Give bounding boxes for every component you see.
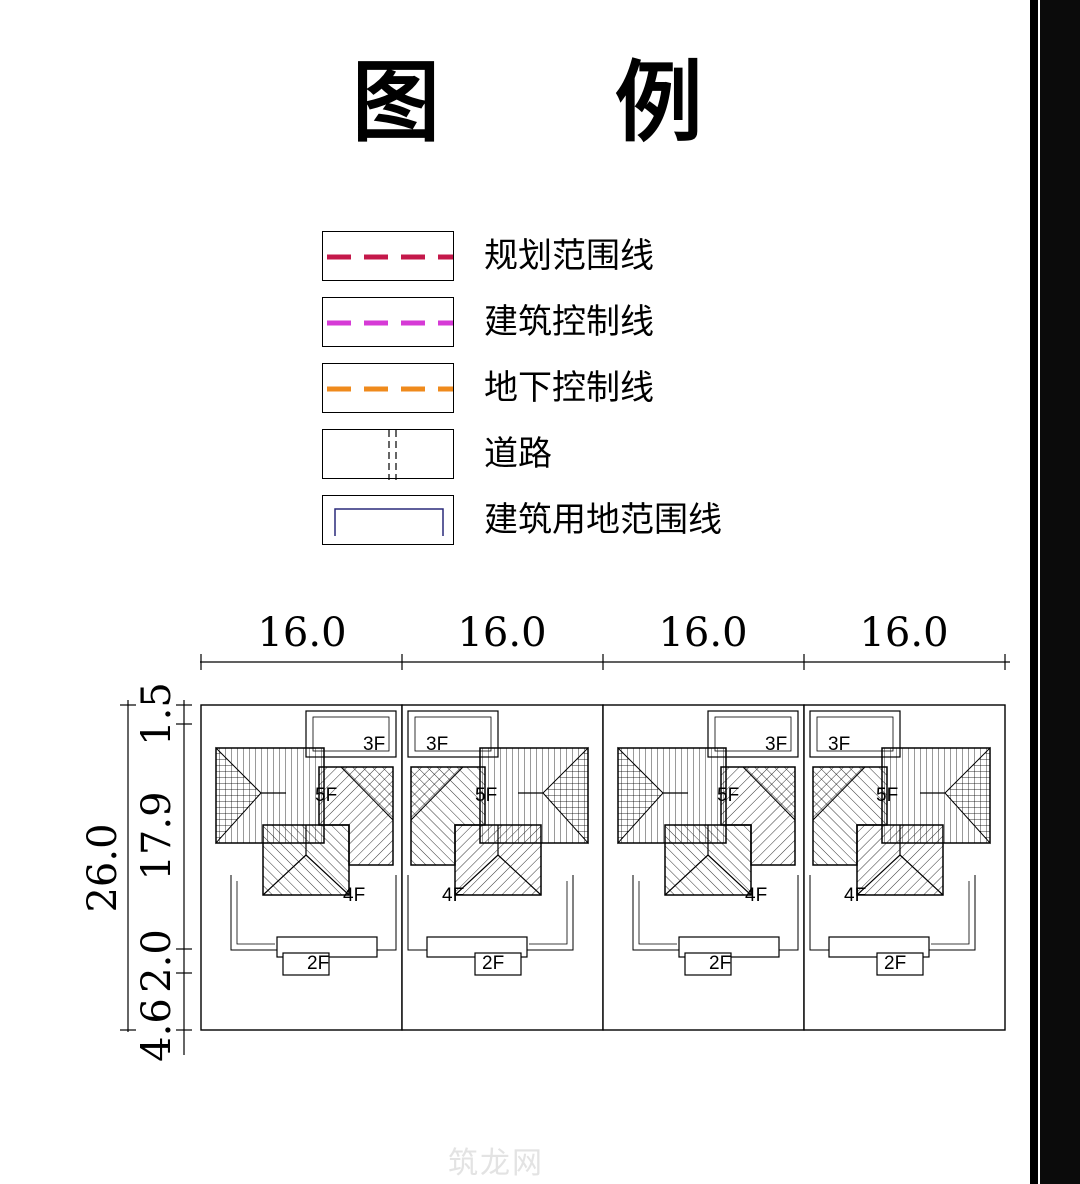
unit-2-labels: 3F 5F 4F 2F	[426, 734, 504, 974]
floor-label: 3F	[765, 734, 787, 755]
legend-label: 道路	[484, 434, 552, 474]
legend-item-building-control-line: 建筑控制线	[322, 297, 782, 349]
floor-label: 4F	[745, 885, 767, 906]
total-height-dimension: 26.0	[80, 823, 126, 912]
legend-label: 建筑控制线	[484, 302, 654, 342]
floor-label: 4F	[343, 885, 365, 906]
site-boundary-icon	[322, 495, 454, 545]
legend-title: 图 例	[352, 50, 775, 154]
floor-label: 4F	[844, 885, 866, 906]
floor-label: 5F	[315, 785, 337, 806]
height-dimension: 4.6	[134, 998, 180, 1062]
building-unit-1: 3F 5F 4F 2F	[215, 710, 397, 976]
floor-label: 4F	[442, 885, 464, 906]
floor-label: 3F	[828, 734, 850, 755]
legend-item-site-boundary: 建筑用地范围线	[322, 495, 782, 547]
unit-4-labels: 3F 5F 4F 2F	[828, 734, 906, 974]
width-dimension: 16.0	[257, 610, 346, 656]
frame-edge	[1030, 0, 1038, 1184]
height-dimension: 1.5	[134, 682, 180, 746]
floor-label: 2F	[482, 953, 504, 974]
floor-label: 2F	[884, 953, 906, 974]
watermark: 筑龙网	[448, 1146, 544, 1181]
dashed-line-orange-icon	[322, 363, 454, 413]
floor-label: 2F	[709, 953, 731, 974]
floor-label: 5F	[475, 785, 497, 806]
building-unit-3: 3F 5F 4F 2F	[617, 710, 799, 976]
floor-label: 5F	[717, 785, 739, 806]
legend-label: 地下控制线	[484, 368, 654, 408]
floor-label: 3F	[363, 734, 385, 755]
height-dimension: 17.9	[134, 791, 180, 880]
width-dimension: 16.0	[457, 610, 546, 656]
floor-label: 3F	[426, 734, 448, 755]
legend-label: 建筑用地范围线	[484, 500, 722, 540]
dashed-line-crimson-icon	[322, 231, 454, 281]
legend-item-underground-control-line: 地下控制线	[322, 363, 782, 415]
height-dimension: 2.0	[134, 929, 180, 993]
legend-item-road: 道路	[322, 429, 782, 481]
legend-label: 规划范围线	[484, 236, 654, 276]
frame-border	[1040, 0, 1080, 1184]
legend-item-planning-boundary: 规划范围线	[322, 231, 782, 283]
floor-label: 2F	[307, 953, 329, 974]
width-dimension: 16.0	[859, 610, 948, 656]
site-plan: 16.0 16.0 16.0 16.0 26.0 1.5 17.9 2.0 4.…	[80, 610, 1010, 1062]
width-dimension: 16.0	[658, 610, 747, 656]
floor-label: 5F	[876, 785, 898, 806]
dashed-line-magenta-icon	[322, 297, 454, 347]
road-centerline-icon	[322, 429, 454, 480]
